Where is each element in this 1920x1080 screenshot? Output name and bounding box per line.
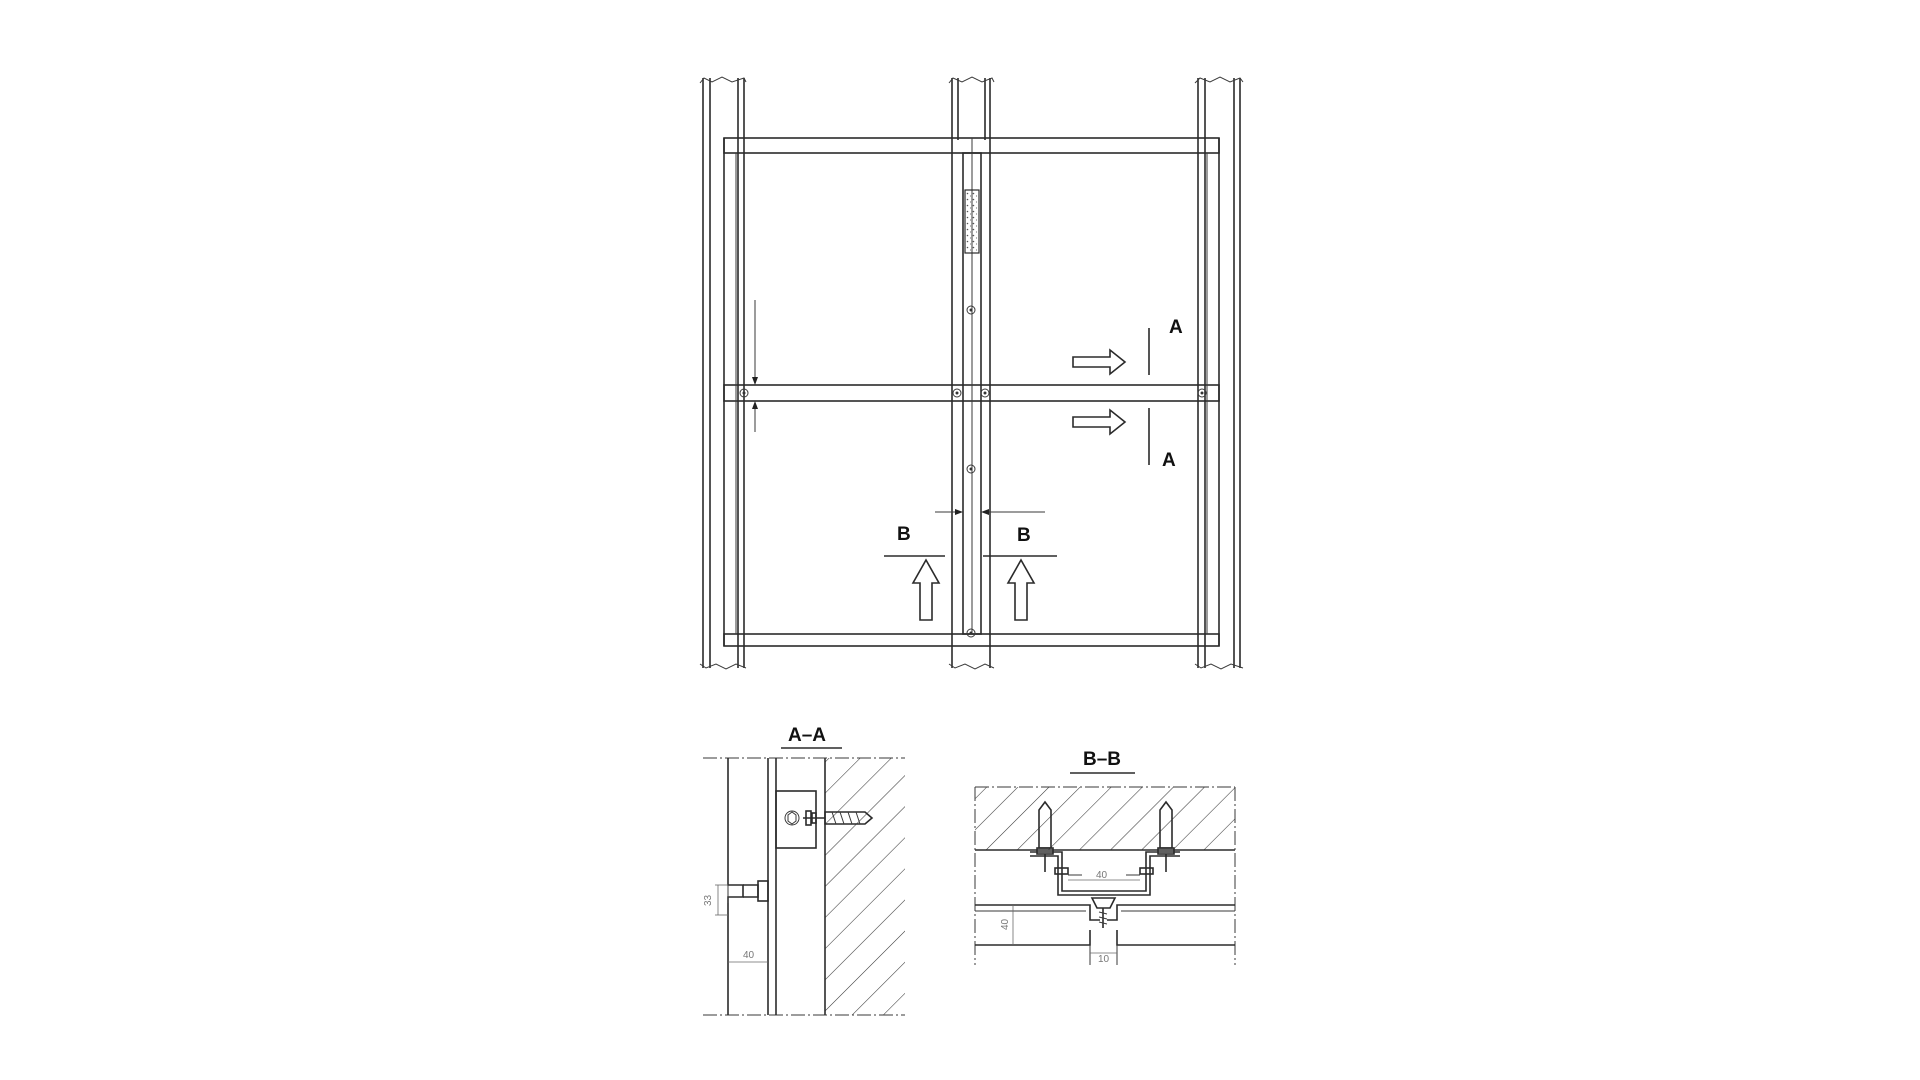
- section-label-b-right: B: [1017, 525, 1031, 546]
- section-label-a-bottom: A: [1162, 450, 1176, 471]
- elevation-view: A A B B: [699, 76, 1244, 670]
- bottom-rail: [723, 633, 1220, 647]
- section-label-a-top: A: [1169, 317, 1183, 338]
- wall-hatch: [975, 787, 1235, 850]
- dim-aa-horizontal: 40: [743, 950, 755, 961]
- dim-bb-top: 40: [1096, 870, 1108, 881]
- section-aa-detail: A–A 33 40: [703, 725, 905, 1016]
- section-bb-title: B–B: [1083, 749, 1121, 770]
- gap-dimension-arrows: [752, 300, 758, 432]
- fastener: [966, 464, 976, 474]
- section-arrow-a-bottom: [1072, 408, 1127, 436]
- vertical-profile-middle: [948, 76, 995, 670]
- section-arrow-b-left: [911, 558, 941, 621]
- section-arrow-a-top: [1072, 348, 1127, 376]
- center-screw: [1090, 897, 1117, 928]
- joint-dimension-arrows: [935, 509, 1045, 515]
- section-label-b-left: B: [897, 524, 911, 545]
- dim-aa-vertical: 33: [703, 894, 714, 906]
- vertical-profile-right: [1194, 76, 1244, 670]
- center-joint-profile: [962, 152, 982, 635]
- anchor-bolt: [803, 810, 874, 826]
- seal-insert: [964, 189, 980, 254]
- section-marker-b: B B: [884, 524, 1057, 621]
- top-rail: [723, 137, 1220, 154]
- dim-bb-vertical: 40: [1000, 918, 1011, 930]
- section-aa-title: A–A: [788, 725, 826, 746]
- fastener: [966, 305, 976, 315]
- omega-profile: [1030, 855, 1180, 896]
- fasteners: [739, 305, 1207, 638]
- fastener: [739, 388, 749, 398]
- section-bb-detail: B–B 40: [974, 749, 1236, 965]
- section-arrow-b-right: [1006, 558, 1036, 621]
- section-marker-a: A A: [1072, 317, 1183, 471]
- anchor-bolt-right: [1157, 800, 1175, 872]
- anchor-bolt-left: [1036, 800, 1054, 872]
- fastener: [980, 388, 990, 398]
- wall-hatch: [825, 758, 905, 1015]
- fastener: [952, 388, 962, 398]
- panel-frame: [723, 138, 1220, 646]
- fastener: [1197, 388, 1207, 398]
- fastener: [966, 628, 976, 638]
- vertical-profile-left: [699, 76, 747, 670]
- dim-bb-bottom: 10: [1098, 954, 1110, 965]
